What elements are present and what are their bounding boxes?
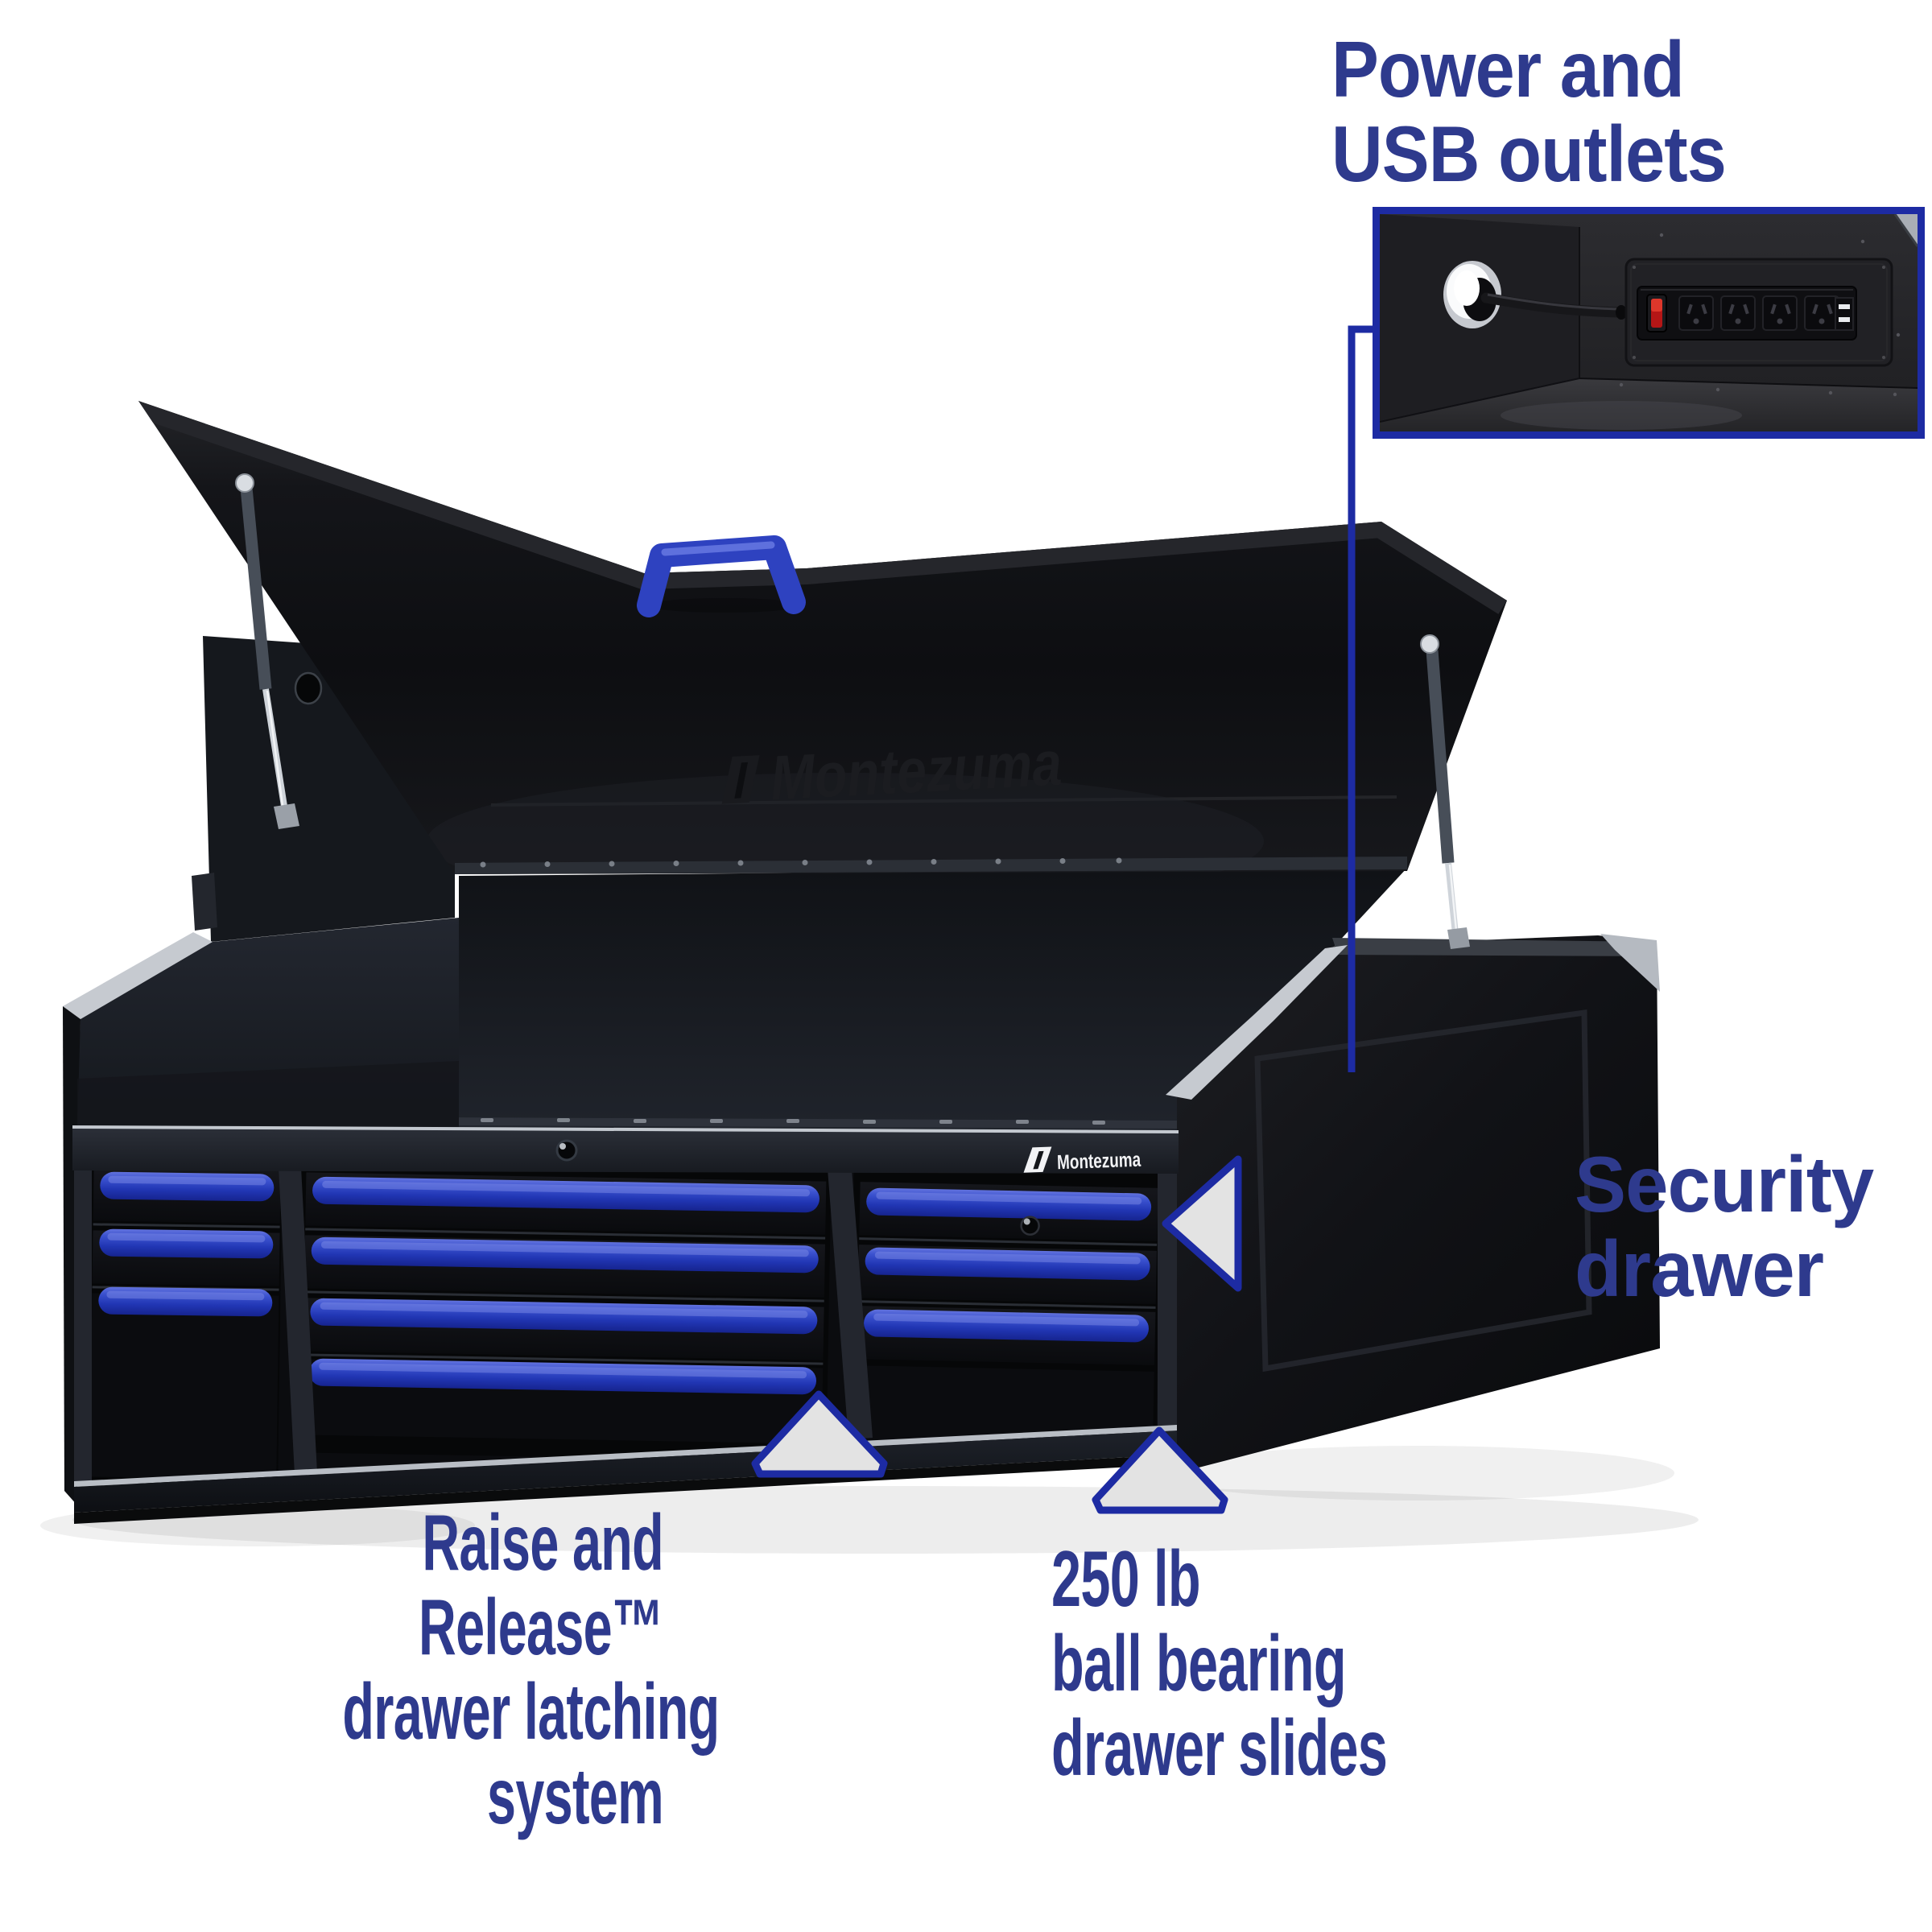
label-security-line2: drawer [1575, 1224, 1824, 1313]
column-divider [279, 1167, 317, 1475]
label-raise-line4: system [487, 1752, 664, 1840]
power-switch [1646, 294, 1667, 332]
inset-screws [1619, 233, 1901, 397]
outlet [1762, 295, 1798, 331]
drawer-handle [866, 1187, 1152, 1221]
label-slides-line3: drawer slides [1051, 1703, 1388, 1792]
label-power-usb-line2: USB outlets [1331, 109, 1727, 198]
label-raise-line3: drawer latching [342, 1667, 720, 1756]
floor-shadow [40, 1446, 1699, 1554]
drawer-handle [98, 1286, 273, 1317]
lid-embossed-logo: Montezuma [721, 728, 1063, 814]
label-security-line1: Security [1575, 1140, 1874, 1228]
drawer [855, 1365, 1154, 1446]
drawer-bank: Montezuma [72, 1125, 1179, 1524]
power-usb-inset-photo [1373, 207, 1925, 439]
gas-strut-left [235, 473, 299, 829]
label-security-drawer: Security drawer [1575, 1140, 1874, 1313]
bank-frame [74, 1166, 1177, 1484]
drawer-handle [99, 1228, 274, 1259]
end-top-edge [1332, 938, 1657, 956]
left-tray-silver-bevel [63, 932, 213, 1019]
callout-line-power-usb [1348, 325, 1378, 1072]
label-raise-line1: Raise and [422, 1498, 663, 1587]
lid-handle [637, 535, 806, 617]
end-silver-corner [1600, 934, 1660, 992]
cable-hole [1443, 261, 1501, 328]
hinge-rivets [480, 857, 1122, 868]
montezuma-logo-text: Montezuma [1057, 1149, 1142, 1174]
label-power-usb: Power and USB outlets [1331, 25, 1727, 198]
top-rail: Montezuma [72, 1125, 1179, 1174]
outlet [1720, 295, 1756, 331]
drawer-handle [309, 1358, 817, 1395]
drawer-column-right [848, 1166, 1162, 1446]
drawer-handle [311, 1236, 819, 1274]
drawer-handle [100, 1171, 275, 1202]
callout-arrow-slides [1092, 1426, 1228, 1514]
security-end-panel [1166, 934, 1660, 1473]
label-raise-release: Raise and Release™ drawer latching syste… [342, 1498, 720, 1840]
label-slides-line1: 250 lb [1051, 1534, 1201, 1623]
montezuma-logo: Montezuma [1023, 1146, 1142, 1174]
power-strip [1637, 286, 1857, 341]
lid-embossed-text: Montezuma [769, 728, 1063, 814]
drawer-handle [310, 1298, 818, 1335]
interior-cable-hole [294, 671, 323, 705]
drawer-column-middle [296, 1162, 832, 1462]
hinge-strip [455, 857, 1407, 874]
drawer [89, 1293, 279, 1480]
drawer-handle [312, 1176, 819, 1213]
usb-ports [1835, 297, 1854, 331]
drawer-keyhole [1020, 1216, 1040, 1236]
column-divider [828, 1169, 873, 1439]
rail-keyhole [555, 1139, 578, 1162]
inset-floor [1380, 378, 1918, 431]
label-drawer-slides: 250 lb ball bearing drawer slides [1051, 1534, 1388, 1792]
drawer-column-left [88, 1164, 283, 1486]
label-slides-line2: ball bearing [1051, 1619, 1347, 1707]
tray-bracket [192, 873, 217, 931]
end-silver-bevel [1166, 945, 1348, 1100]
label-raise-line2: Release™ [419, 1583, 664, 1671]
bottom-rail [74, 1425, 1177, 1524]
drawer-handle [865, 1247, 1150, 1281]
lid: Montezuma [138, 401, 1507, 874]
label-power-usb-line1: Power and [1331, 25, 1685, 114]
left-end-tray [63, 873, 459, 1505]
power-cable [1480, 292, 1627, 320]
end-recessed-panel [1254, 1009, 1592, 1373]
outlet [1678, 295, 1714, 331]
outlet [1804, 295, 1839, 331]
callout-arrow-latch [751, 1390, 888, 1478]
callout-arrow-security [1162, 1155, 1242, 1292]
gas-strut-right [1420, 634, 1470, 949]
drawer-handle [864, 1309, 1149, 1343]
